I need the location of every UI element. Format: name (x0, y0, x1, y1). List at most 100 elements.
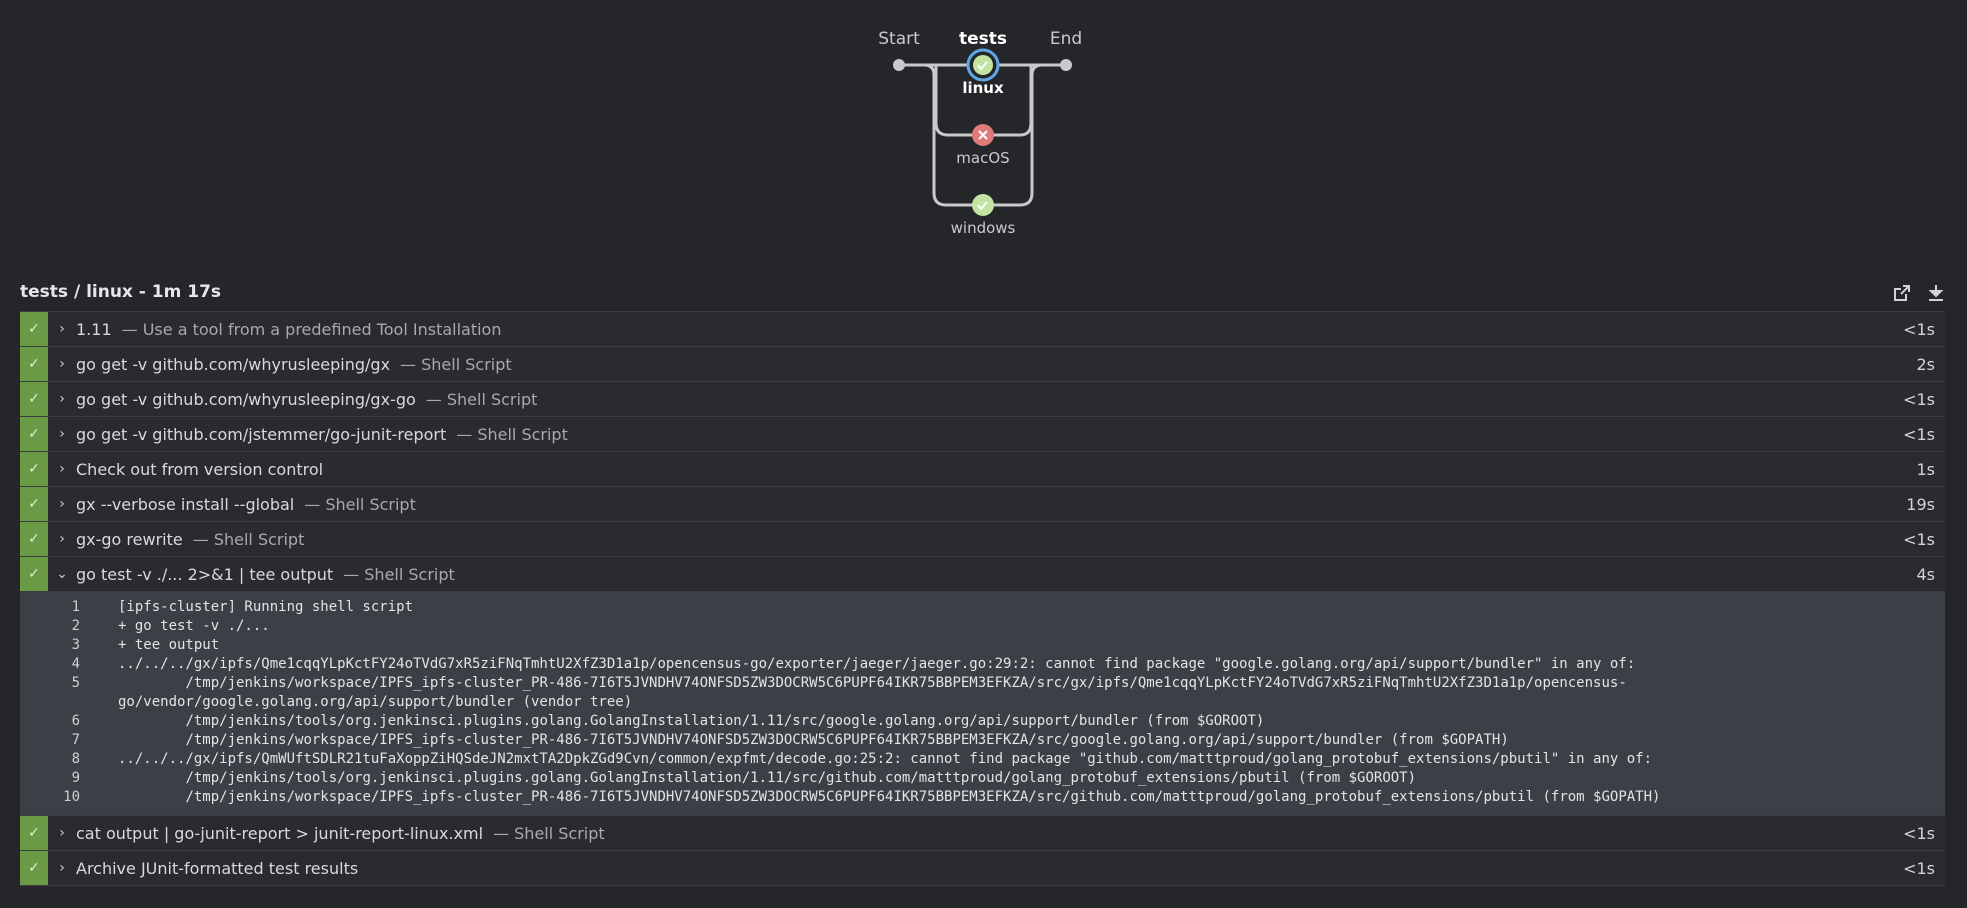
line-number (20, 693, 118, 712)
line-number: 4 (71, 656, 80, 672)
branch-label-linux[interactable]: linux (962, 79, 1004, 97)
chevron-right-icon[interactable]: › (59, 860, 65, 876)
start-label: Start (878, 29, 920, 49)
line-text: /tmp/jenkins/tools/org.jenkinsci.plugins… (118, 713, 1265, 729)
line-number: 1 (71, 599, 80, 615)
end-label: End (1049, 29, 1083, 49)
pipeline-graph: Start tests End linux macOS windows (0, 0, 1967, 260)
chevron-down-icon[interactable]: ⌄ (56, 566, 68, 582)
step-description: — Shell Script (192, 529, 305, 549)
chevron-right-icon[interactable]: › (59, 426, 65, 442)
line-number: 10 (63, 789, 80, 805)
check-icon: ✓ (20, 557, 48, 591)
step-row[interactable]: ✓ › Check out from version control 1s (20, 451, 1945, 486)
step-title: Archive JUnit-formatted test results (76, 858, 359, 878)
step-list: ✓ › 1.11 — Use a tool from a predefined … (20, 311, 1945, 886)
step-row[interactable]: ✓ › go get -v github.com/whyrusleeping/g… (20, 381, 1945, 416)
line-text: + tee output (118, 637, 220, 653)
step-title: gx-go rewrite (76, 529, 183, 549)
step-row[interactable]: ✓ › gx-go rewrite — Shell Script <1s (20, 521, 1945, 556)
log-line: 8 ../../../gx/ipfs/QmWUftSDLR21tuFaXoppZi… (20, 750, 1945, 769)
line-number: 2 (71, 618, 80, 634)
check-icon: ✓ (20, 487, 48, 521)
step-title: gx --verbose install --global (76, 494, 295, 514)
step-duration: <1s (1903, 389, 1935, 409)
chevron-right-icon[interactable]: › (59, 356, 65, 372)
check-icon: ✓ (20, 816, 48, 850)
step-title: cat output | go-junit-report > junit-rep… (76, 823, 484, 843)
start-node (893, 59, 905, 71)
step-duration: 2s (1916, 354, 1935, 374)
stage-label: tests (958, 29, 1008, 49)
line-text: [ipfs-cluster] Running shell script (118, 599, 414, 615)
chevron-right-icon[interactable]: › (59, 321, 65, 337)
log-line: go/vendor/google.golang.org/api/support/… (20, 693, 1945, 712)
check-icon: ✓ (20, 452, 48, 486)
line-text: + go test -v ./... (118, 618, 270, 634)
step-row[interactable]: ✓ › cat output | go-junit-report > junit… (20, 815, 1945, 850)
step-duration: <1s (1903, 823, 1935, 843)
chevron-right-icon[interactable]: › (59, 531, 65, 547)
line-number: 5 (71, 675, 80, 691)
line-number: 9 (71, 770, 80, 786)
check-icon: ✓ (20, 382, 48, 416)
log-line: 7 /tmp/jenkins/workspace/IPFS_ipfs-clust… (20, 731, 1945, 750)
step-duration: <1s (1903, 319, 1935, 339)
step-description: — Shell Script (456, 424, 568, 444)
line-text: go/vendor/google.golang.org/api/support/… (118, 694, 633, 710)
branch-label-macos[interactable]: macOS (956, 149, 1010, 167)
line-text: /tmp/jenkins/workspace/IPFS_ipfs-cluster… (118, 789, 1661, 805)
step-duration: <1s (1903, 858, 1935, 878)
line-text: /tmp/jenkins/workspace/IPFS_ipfs-cluster… (118, 732, 1509, 748)
branch-label-windows[interactable]: windows (950, 219, 1016, 237)
step-title: go get -v github.com/jstemmer/go-junit-r… (76, 424, 447, 444)
step-duration: <1s (1903, 529, 1935, 549)
line-text: ../../../gx/ipfs/Qme1cqqYLpKctFY24oTVdG7… (118, 656, 1636, 672)
log-line: 1 [ipfs-cluster] Running shell script (20, 598, 1945, 617)
pipeline-graph-lines (893, 48, 1072, 216)
log-line: 5 /tmp/jenkins/workspace/IPFS_ipfs-clust… (20, 674, 1945, 693)
step-duration: 1s (1916, 459, 1935, 479)
check-icon: ✓ (20, 417, 48, 451)
chevron-right-icon[interactable]: › (59, 825, 65, 841)
log-line: 3 + tee output (20, 636, 1945, 655)
check-icon: ✓ (20, 522, 48, 556)
external-link-icon[interactable] (1891, 282, 1913, 304)
log-line: 6 /tmp/jenkins/tools/org.jenkinsci.plugi… (20, 712, 1945, 731)
check-icon: ✓ (20, 851, 48, 885)
step-duration: <1s (1903, 424, 1935, 444)
line-number: 3 (71, 637, 80, 653)
line-text: ../../../gx/ipfs/QmWUftSDLR21tuFaXoppZiH… (118, 751, 1653, 767)
chevron-right-icon[interactable]: › (59, 461, 65, 477)
step-row[interactable]: ✓ › Archive JUnit-formatted test results… (20, 850, 1945, 886)
step-row[interactable]: ✓ › gx --verbose install --global — Shel… (20, 486, 1945, 521)
step-row[interactable]: ✓ › go get -v github.com/whyrusleeping/g… (20, 346, 1945, 381)
log-output[interactable]: 1 [ipfs-cluster] Running shell script 2 + … (20, 591, 1945, 815)
line-text: /tmp/jenkins/tools/org.jenkinsci.plugins… (118, 770, 1417, 786)
line-number: 8 (71, 751, 80, 767)
step-title: 1.11 (76, 319, 112, 339)
step-duration: 4s (1916, 564, 1935, 584)
check-icon: ✓ (20, 347, 48, 381)
chevron-right-icon[interactable]: › (59, 391, 65, 407)
step-row[interactable]: ✓ › 1.11 — Use a tool from a predefined … (20, 311, 1945, 346)
step-row[interactable]: ✓ › go get -v github.com/jstemmer/go-jun… (20, 416, 1945, 451)
step-title: Check out from version control (76, 459, 324, 479)
step-title: go get -v github.com/whyrusleeping/gx (76, 354, 391, 374)
step-description: — Shell Script (304, 494, 416, 514)
macos-node[interactable] (972, 124, 994, 146)
end-node (1060, 59, 1072, 71)
line-number: 6 (71, 713, 80, 729)
log-line: 10 /tmp/jenkins/workspace/IPFS_ipfs-clus… (20, 788, 1945, 807)
linux-node[interactable] (966, 48, 1000, 82)
check-icon: ✓ (20, 312, 48, 346)
step-description: — Shell Script (400, 354, 512, 374)
step-description: — Shell Script (425, 389, 538, 409)
step-title: go get -v github.com/whyrusleeping/gx-go (76, 389, 416, 409)
log-line: 2 + go test -v ./... (20, 617, 1945, 636)
step-row-expanded[interactable]: ✓ ⌄ go test -v ./... 2>&1 | tee output —… (20, 556, 1945, 591)
windows-node[interactable] (972, 194, 994, 216)
chevron-right-icon[interactable]: › (59, 496, 65, 512)
step-description: — Shell Script (343, 564, 455, 584)
download-icon[interactable] (1925, 282, 1947, 304)
